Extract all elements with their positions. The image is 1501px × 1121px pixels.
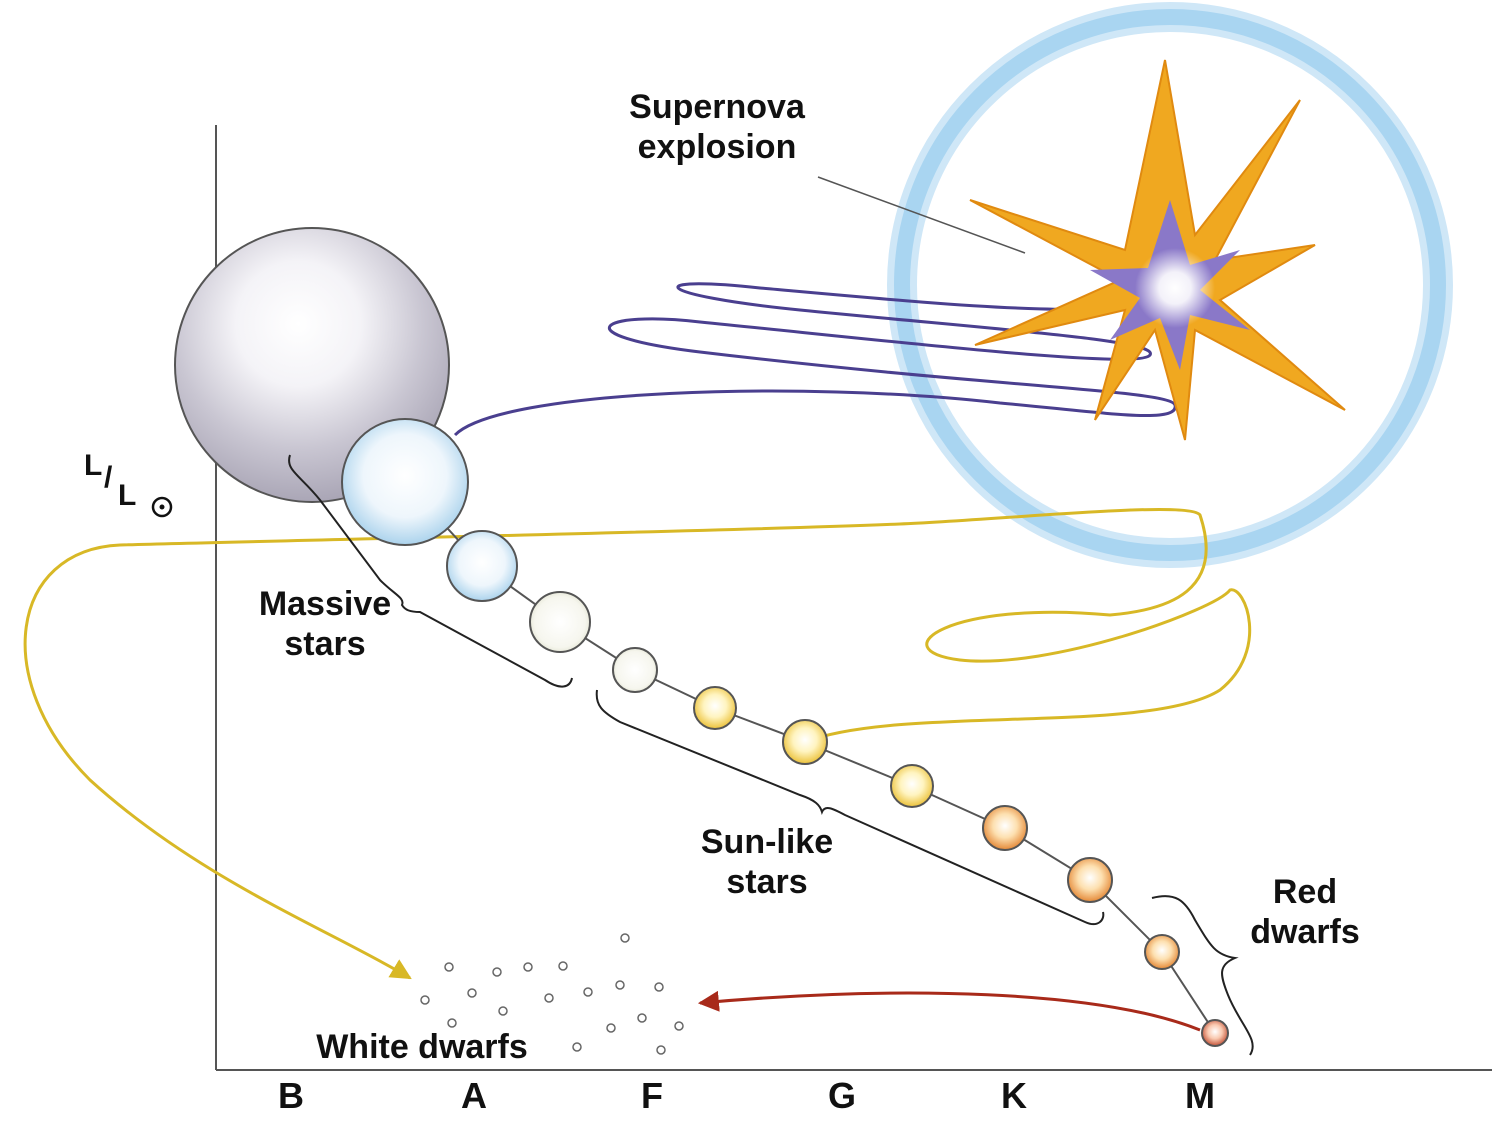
massive-stars-bracket bbox=[288, 454, 573, 688]
reddwarf-evolution-track bbox=[697, 990, 1201, 1032]
supernova-ring bbox=[887, 2, 1453, 568]
x-tick-b: B bbox=[278, 1075, 304, 1116]
supernova-label-line1: Supernova bbox=[629, 88, 806, 126]
supernova-label-line2: explosion bbox=[638, 128, 797, 166]
x-tick-f: F bbox=[641, 1075, 663, 1116]
reddwarfs-label-line1: Red bbox=[1273, 873, 1337, 911]
y-label-slash: / bbox=[104, 461, 113, 494]
blue-massive-star bbox=[341, 418, 469, 546]
x-tick-g: G bbox=[828, 1075, 856, 1116]
small-red-dwarf-star bbox=[1201, 1019, 1229, 1047]
x-tick-m: M bbox=[1185, 1075, 1215, 1116]
x-tick-k: K bbox=[1001, 1075, 1027, 1116]
reddwarfs-label-line2: dwarfs bbox=[1250, 913, 1360, 951]
y-label-denominator: L bbox=[118, 479, 136, 512]
red-dwarf-star bbox=[1144, 934, 1180, 970]
orange-star bbox=[982, 805, 1028, 851]
sunlike-label-line2: stars bbox=[726, 863, 807, 901]
supernova-starburst-icon bbox=[969, 59, 1346, 441]
x-axis-ticks: B A F G K M bbox=[278, 1075, 1215, 1116]
x-tick-a: A bbox=[461, 1075, 487, 1116]
sunlike-evolution-track bbox=[23, 508, 1252, 980]
red-dwarfs-bracket bbox=[1151, 895, 1254, 1056]
sunlike-stars-bracket bbox=[595, 689, 1105, 926]
sun-symbol-icon bbox=[151, 496, 173, 518]
orange-red-star bbox=[1067, 857, 1113, 903]
yellow-white-star bbox=[693, 686, 737, 730]
white-dwarfs-label: White dwarfs bbox=[316, 1028, 528, 1066]
blue-star bbox=[446, 530, 518, 602]
massive-label-line1: Massive bbox=[259, 585, 391, 623]
massive-label-line2: stars bbox=[284, 625, 365, 663]
sunlike-label-line1: Sun-like bbox=[701, 823, 833, 861]
massive-evolution-track bbox=[453, 282, 1177, 437]
y-axis-label: L / L bbox=[84, 449, 173, 518]
yellow-star bbox=[890, 764, 934, 808]
pale-star bbox=[612, 647, 658, 693]
supernova-leader-line bbox=[817, 176, 1026, 254]
white-star bbox=[529, 591, 591, 653]
white-dwarf-dots bbox=[420, 933, 684, 1055]
y-label-numerator: L bbox=[84, 449, 102, 482]
sun-like-star bbox=[782, 719, 828, 765]
